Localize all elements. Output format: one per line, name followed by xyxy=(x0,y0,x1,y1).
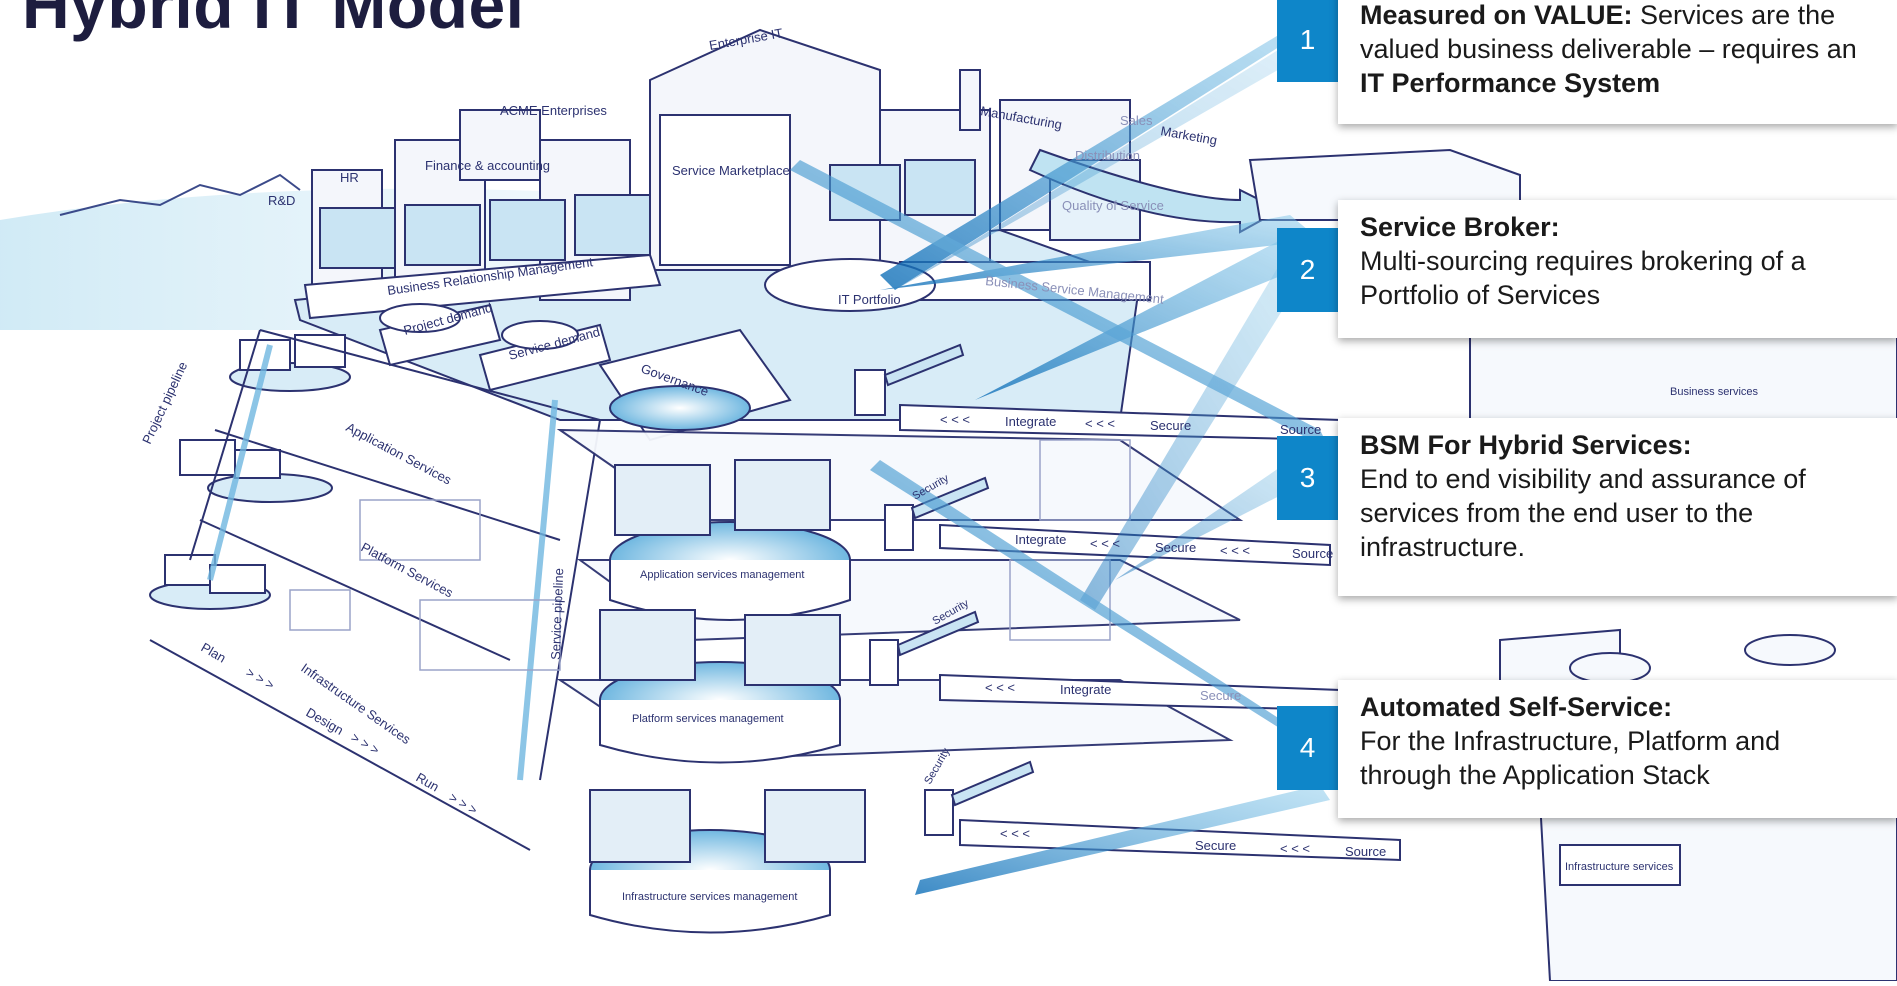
page-title: Hybrid IT Model xyxy=(22,0,525,42)
callout-2-text: Multi-sourcing requires brokering of a P… xyxy=(1360,246,1806,311)
callout-2-heading: Service Broker: xyxy=(1360,212,1560,242)
label-application-services: Application Services xyxy=(344,419,455,487)
label-plan-arrows: > > > xyxy=(244,665,277,693)
label-rd: R&D xyxy=(268,193,295,208)
flow-arrows-2: < < < xyxy=(1090,536,1120,551)
flow-arrows-4: < < < xyxy=(1000,826,1030,841)
label-service-pipeline: Service pipeline xyxy=(548,568,566,660)
flow-arrows-1: < < < xyxy=(940,412,970,427)
callout-2-number: 2 xyxy=(1277,228,1338,312)
label-platform-pod: Platform services management xyxy=(632,713,784,725)
callout-1-number: 1 xyxy=(1277,0,1338,82)
flow-arrows-2b: < < < xyxy=(1220,543,1250,558)
label-marketing: Marketing xyxy=(1159,123,1218,148)
flow-source-1: Source xyxy=(1280,422,1321,437)
label-design: Design xyxy=(304,705,347,738)
flow-arrows-4b: < < < xyxy=(1280,841,1310,856)
label-finance: Finance & accounting xyxy=(425,158,550,173)
flow-integrate-3: Integrate xyxy=(1060,682,1111,697)
flow-source-2: Source xyxy=(1292,546,1333,561)
flow-secure-2: Secure xyxy=(1155,540,1196,555)
callout-4: Automated Self-Service: For the Infrastr… xyxy=(1338,680,1897,818)
brm-banner xyxy=(303,253,662,320)
label-infrastructure-services-right: Infrastructure services xyxy=(1565,861,1674,873)
callout-2: Service Broker: Multi-sourcing requires … xyxy=(1338,200,1897,338)
callout-1-text: Services are the valued business deliver… xyxy=(1360,0,1857,65)
hills-left xyxy=(59,173,301,216)
callout-4-text: For the Infrastructure, Platform and thr… xyxy=(1360,726,1781,791)
label-business-services: Business services xyxy=(1670,386,1759,398)
label-run: Run xyxy=(414,770,442,795)
label-app-pod: Application services management xyxy=(640,569,804,581)
flow-source-4: Source xyxy=(1345,844,1386,859)
callout-1-heading: Measured on VALUE: xyxy=(1360,0,1633,30)
security-gates xyxy=(854,343,1035,836)
label-infra-pod: Infrastructure services management xyxy=(622,891,797,903)
label-hr: HR xyxy=(340,170,359,185)
flow-integrate-1: Integrate xyxy=(1005,414,1056,429)
management-pods xyxy=(589,385,866,934)
flow-secure-1: Secure xyxy=(1150,418,1191,433)
pipeline-frame-blue xyxy=(207,344,558,781)
flow-secure-3: Secure xyxy=(1200,688,1241,703)
ghost-structures xyxy=(289,439,1131,671)
callout-4-heading: Automated Self-Service: xyxy=(1360,692,1673,722)
label-quality-of-service: Quality of Service xyxy=(1062,198,1164,213)
flow-arrows-1b: < < < xyxy=(1085,416,1115,431)
flow-arrows-3: < < < xyxy=(985,680,1015,695)
callout-1: Measured on VALUE: Services are the valu… xyxy=(1338,0,1897,124)
callout-beams xyxy=(790,10,1330,895)
callout-3: BSM For Hybrid Services: End to end visi… xyxy=(1338,418,1897,596)
label-it-portfolio: IT Portfolio xyxy=(838,292,901,307)
callout-3-number: 3 xyxy=(1277,436,1338,520)
label-project-pipeline: Project pipeline xyxy=(139,359,190,446)
label-sales: Sales xyxy=(1120,113,1153,128)
label-acme: ACME Enterprises xyxy=(500,103,607,118)
callout-1-emphasis: IT Performance System xyxy=(1360,68,1661,99)
label-plan: Plan xyxy=(199,640,229,666)
flow-secure-4: Secure xyxy=(1195,838,1236,853)
callout-3-heading: BSM For Hybrid Services: xyxy=(1360,430,1692,460)
callout-3-text: End to end visibility and assurance of s… xyxy=(1360,464,1806,563)
flow-integrate-2: Integrate xyxy=(1015,532,1066,547)
label-platform-services: Platform Services xyxy=(359,539,456,600)
label-distribution: Distribution xyxy=(1075,148,1140,163)
callout-4-number: 4 xyxy=(1277,706,1338,790)
label-service-marketplace: Service Marketplace xyxy=(672,163,790,178)
